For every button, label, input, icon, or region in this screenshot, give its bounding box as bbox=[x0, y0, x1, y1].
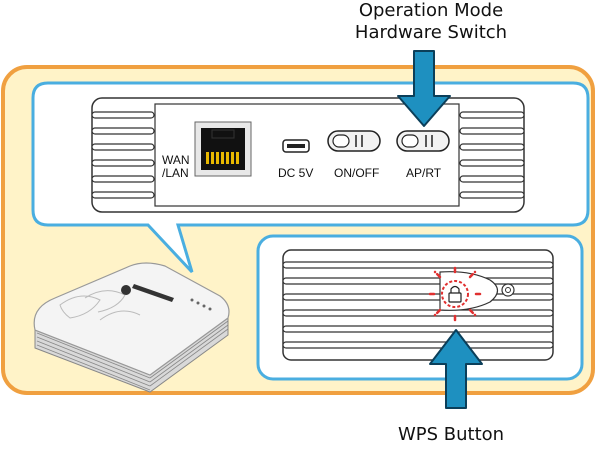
wan-lan-label-line1: WAN bbox=[162, 153, 190, 167]
planet-logo bbox=[121, 284, 174, 302]
operation-mode-label-line2: Hardware Switch bbox=[354, 22, 508, 43]
usb-power-port-icon bbox=[282, 139, 310, 153]
router-illustration bbox=[33, 262, 230, 393]
side-panel-device bbox=[282, 249, 554, 361]
slide-switch-icon bbox=[327, 130, 381, 152]
rear-panel-device bbox=[91, 97, 525, 213]
wps-button-label: WPS Button bbox=[398, 424, 505, 445]
lock-icon bbox=[448, 285, 462, 303]
rj45-port-icon bbox=[194, 121, 252, 177]
dc-5v-label: DC 5V bbox=[278, 166, 314, 180]
wan-lan-label: WAN /LAN bbox=[162, 154, 190, 180]
operation-mode-label-line1: Operation Mode bbox=[358, 0, 504, 21]
wan-lan-label-line2: /LAN bbox=[162, 166, 189, 180]
mode-switch-icon bbox=[396, 130, 450, 152]
operation-mode-arrow bbox=[397, 50, 451, 127]
operation-mode-label: Operation Mode Hardware Switch bbox=[336, 0, 526, 44]
wps-arrow bbox=[429, 329, 483, 409]
ap-rt-label: AP/RT bbox=[406, 166, 442, 180]
on-off-label: ON/OFF bbox=[334, 166, 380, 180]
